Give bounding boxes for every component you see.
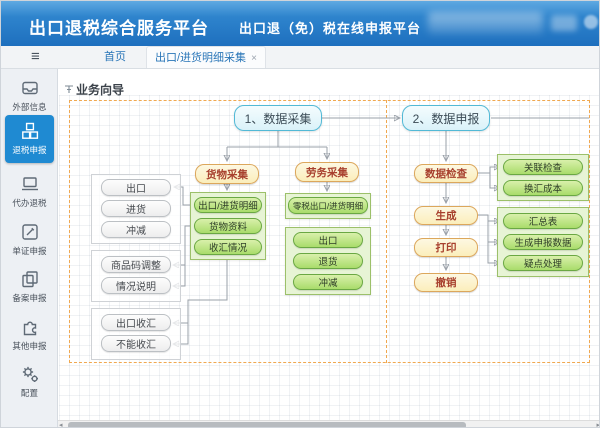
tab-close-icon[interactable]: × xyxy=(251,53,257,64)
flow-goods-collect[interactable]: 货物采集 xyxy=(195,164,259,184)
laptop-icon xyxy=(19,173,41,195)
scroll-right-icon[interactable]: ▸ xyxy=(596,422,600,428)
flow-gray-cannot-forex[interactable]: 不能收汇 xyxy=(101,335,171,352)
sidebar-item-filing-declare[interactable]: 备案申报 xyxy=(1,268,58,304)
flow-gray-purchase[interactable]: 进货 xyxy=(101,200,171,217)
flow-canvas-border xyxy=(69,100,590,363)
flow-green-generate-declare-data[interactable]: 生成申报数据 xyxy=(503,234,583,250)
flow-gray-export-forex[interactable]: 出口收汇 xyxy=(101,314,171,331)
app-header: 出口退税综合服务平台 出口退（免）税在线申报平台 xyxy=(1,1,599,46)
flow-service-collect[interactable]: 劳务采集 xyxy=(295,162,359,182)
flow-green-doubt-handling[interactable]: 疑点处理 xyxy=(503,255,583,271)
sidebar-item-settings[interactable]: 配置 xyxy=(1,363,58,399)
flow-generate[interactable]: 生成 xyxy=(414,206,478,225)
sidebar-nav: 外部信息 退税申报 代办退税 单证申报 备案申报 xyxy=(1,69,58,427)
gears-icon xyxy=(19,363,41,385)
scroll-left-icon[interactable]: ◂ xyxy=(59,422,63,428)
sidebar-label: 单证申报 xyxy=(12,246,47,256)
scrollbar-thumb[interactable] xyxy=(68,422,466,427)
flow-section-divider xyxy=(386,100,387,363)
flow-green-service-return[interactable]: 退货 xyxy=(293,253,363,269)
sidebar-label: 外部信息 xyxy=(12,102,47,112)
flow-green-goods-data[interactable]: 货物资料 xyxy=(194,218,262,234)
tab-home[interactable]: 首页 xyxy=(104,51,126,63)
tab-export-purchase-detail[interactable]: 出口/进货明细采集 × xyxy=(146,46,266,68)
sidebar-item-tax-rebate-declare[interactable]: 退税申报 xyxy=(5,115,54,163)
sidebar-item-document-declare[interactable]: 单证申报 xyxy=(1,221,58,257)
menu-hamburger-icon[interactable]: ≡ xyxy=(31,48,40,65)
wizard-title: 业务向导 xyxy=(76,83,125,97)
flow-green-relation-check[interactable]: 关联检查 xyxy=(503,159,583,175)
flow-green-exchange-cost[interactable]: 换汇成本 xyxy=(503,180,583,196)
sidebar-label: 其他申报 xyxy=(12,341,47,351)
sidebar-label: 代办退税 xyxy=(12,198,47,208)
puzzle-icon xyxy=(19,316,41,338)
flow-green-forex-status[interactable]: 收汇情况 xyxy=(194,239,262,255)
flow-green-export-purchase-detail[interactable]: 出口/进货明细 xyxy=(194,197,262,213)
flow-green-summary-table[interactable]: 汇总表 xyxy=(503,213,583,229)
flow-data-check[interactable]: 数据检查 xyxy=(414,164,478,183)
flow-gray-offset[interactable]: 冲减 xyxy=(101,221,171,238)
sidebar-item-external-info[interactable]: 外部信息 xyxy=(1,77,58,113)
horizontal-scrollbar[interactable]: ◂ ▸ xyxy=(58,420,600,428)
flow-gray-situation-note[interactable]: 情况说明 xyxy=(101,277,171,294)
edit-document-icon xyxy=(19,221,41,243)
sidebar-item-agency-rebate[interactable]: 代办退税 xyxy=(1,173,58,209)
app-subtitle: 出口退（免）税在线申报平台 xyxy=(239,21,422,36)
tab-label: 出口/进货明细采集 xyxy=(155,52,247,64)
cubes-icon xyxy=(19,120,41,142)
flow-green-service-offset[interactable]: 冲减 xyxy=(293,274,363,290)
copy-icon xyxy=(19,268,41,290)
sidebar-item-other-declare[interactable]: 其他申报 xyxy=(1,316,58,352)
flow-print[interactable]: 打印 xyxy=(414,238,478,257)
flow-green-service-export[interactable]: 出口 xyxy=(293,232,363,248)
sidebar-label: 配置 xyxy=(20,388,39,398)
flow-green-zero-tax-detail[interactable]: 零税出口/进货明细 xyxy=(288,197,368,214)
app-title: 出口退税综合服务平台 xyxy=(29,19,209,38)
flow-revoke[interactable]: 撤销 xyxy=(414,273,478,292)
user-info-redacted xyxy=(428,12,543,34)
header-corner-icon[interactable] xyxy=(584,15,598,29)
main-content: 业务向导 xyxy=(58,69,599,427)
flow-gray-export[interactable]: 出口 xyxy=(101,179,171,196)
sidebar-label: 退税申报 xyxy=(12,145,47,155)
flow-step-data-declare[interactable]: 2、数据申报 xyxy=(402,105,490,131)
sidebar-label: 备案申报 xyxy=(12,293,47,303)
user-info-redacted-2 xyxy=(551,15,577,31)
flow-gray-commodity-code-adjust[interactable]: 商品码调整 xyxy=(101,256,171,273)
wizard-icon xyxy=(63,82,75,94)
inbox-drive-icon xyxy=(19,77,41,99)
flow-step-data-collect[interactable]: 1、数据采集 xyxy=(234,105,322,131)
tab-bar: ≡ 首页 出口/进货明细采集 × xyxy=(1,46,599,69)
